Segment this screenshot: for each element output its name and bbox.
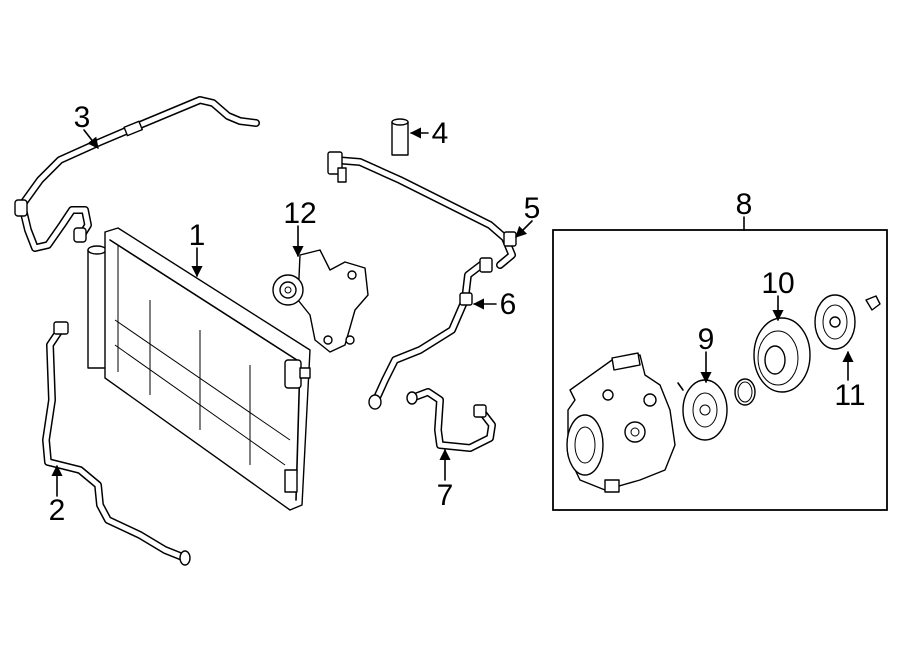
callout-5: 5 bbox=[524, 192, 541, 225]
callout-4: 4 bbox=[432, 117, 449, 150]
receiver-drier bbox=[87, 245, 107, 369]
pulley-part-10 bbox=[753, 317, 811, 393]
snap-ring bbox=[734, 378, 756, 406]
callout-11: 11 bbox=[834, 379, 865, 412]
suction-hose-part-5 bbox=[327, 151, 517, 269]
clutch-hub-part-11 bbox=[814, 294, 881, 350]
callout-9: 9 bbox=[698, 323, 715, 356]
leader-arrows bbox=[51, 127, 854, 497]
callout-7: 7 bbox=[437, 479, 454, 512]
drier-part-4 bbox=[391, 118, 409, 156]
compressor bbox=[566, 352, 676, 493]
discharge-hose-part-3 bbox=[14, 96, 260, 252]
callout-6: 6 bbox=[500, 288, 517, 321]
compressor-assembly-box-part-8 bbox=[552, 229, 888, 511]
hose-part-7 bbox=[406, 388, 496, 452]
field-coil-part-9 bbox=[677, 379, 728, 441]
callout-8: 8 bbox=[736, 188, 753, 221]
condenser-part-1 bbox=[104, 227, 311, 511]
callout-1: 1 bbox=[189, 219, 206, 252]
bracket-part-12 bbox=[272, 249, 369, 353]
callout-12: 12 bbox=[283, 197, 316, 230]
liquid-line-part-2 bbox=[42, 321, 191, 566]
suction-hose-part-6 bbox=[368, 257, 493, 410]
callout-3: 3 bbox=[74, 101, 91, 134]
callout-10: 10 bbox=[761, 267, 794, 300]
callout-2: 2 bbox=[49, 494, 66, 527]
